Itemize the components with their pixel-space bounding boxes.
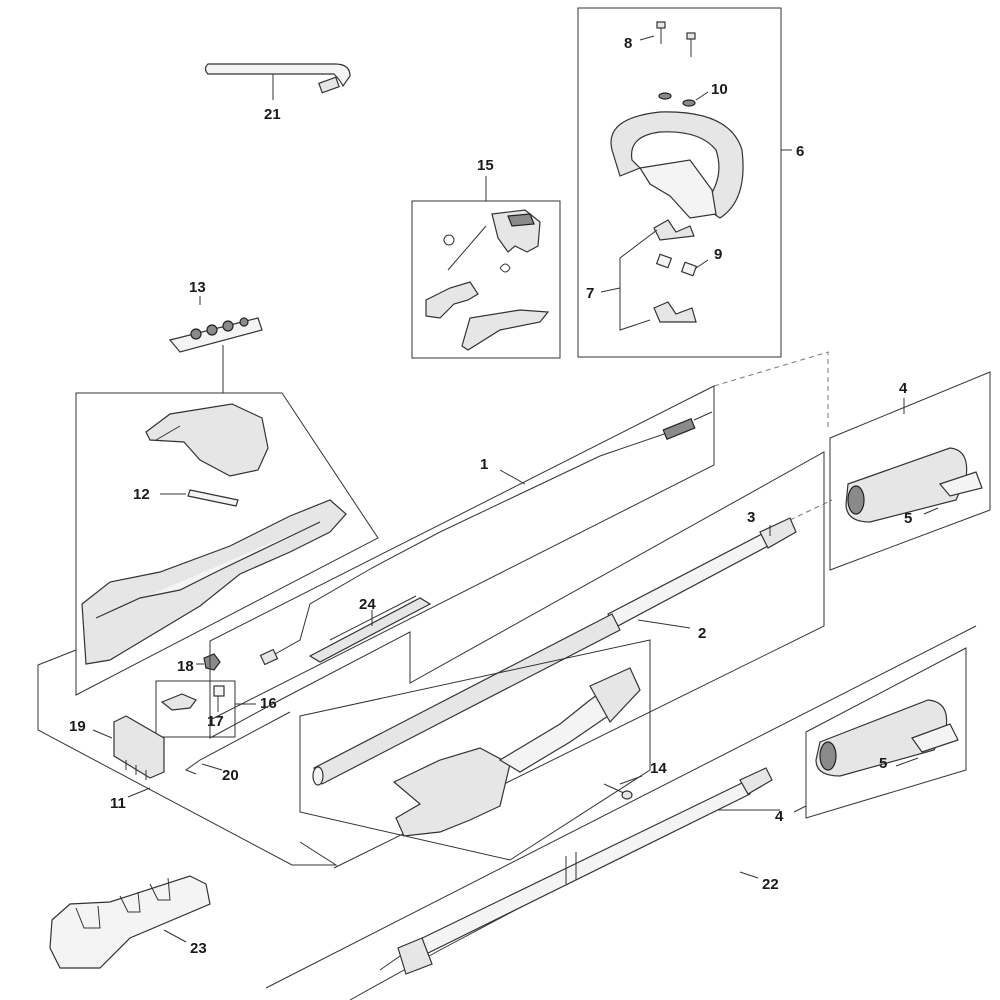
part-1-cable-box: [209, 351, 829, 721]
callout-5b: 5: [879, 755, 887, 772]
callout-9: 9: [714, 246, 722, 263]
callout-1: 1: [480, 456, 488, 473]
callout-19: 19: [69, 718, 86, 735]
callout-4a: 4: [899, 380, 908, 397]
callout-23: 23: [190, 940, 207, 957]
callout-7: 7: [586, 285, 594, 302]
callout-16: 16: [260, 695, 277, 712]
callout-12: 12: [133, 486, 150, 503]
callout-8: 8: [624, 35, 632, 52]
callout-22: 22: [762, 876, 779, 893]
part-front-housing: [299, 639, 651, 861]
part-23-holder: [49, 875, 211, 969]
part-housing-shell: [81, 499, 347, 665]
part-2-tube: [312, 613, 691, 786]
callout-20: 20: [222, 767, 239, 784]
part-11-housing-group-outline: [37, 392, 379, 866]
callout-5a: 5: [904, 510, 912, 527]
callout-14: 14: [650, 760, 667, 777]
callout-24: 24: [359, 596, 376, 613]
part-15-switch-assembly-box: [411, 176, 561, 359]
part-shaft-outline: [209, 451, 833, 869]
part-6-loop-handle-box: [577, 7, 792, 358]
callout-3: 3: [747, 509, 755, 526]
part-13-decal-sheet: [168, 296, 263, 393]
callout-18: 18: [177, 658, 194, 675]
callout-2: 2: [698, 625, 706, 642]
part-24-bracket: [308, 595, 432, 663]
part-4-rear-grip-box-lower: [265, 625, 977, 989]
callout-10: 10: [711, 81, 728, 98]
part-19-electronics-module: [92, 715, 165, 780]
part-4-rear-grip-box-upper: [829, 371, 991, 571]
callout-11: 11: [110, 795, 126, 812]
part-housing-cover: [145, 403, 269, 477]
part-20-wire-rod: [184, 711, 291, 775]
part-16-lever-kit-box: [155, 680, 256, 738]
callout-6: 6: [796, 143, 804, 160]
callout-21: 21: [264, 106, 281, 123]
callout-17: 17: [207, 713, 224, 730]
part-18-switch-lever: [196, 653, 221, 671]
part-21-hook-wire: [204, 63, 351, 100]
part-3-tube: [607, 517, 797, 629]
callout-15: 15: [477, 157, 494, 174]
part-22-lower-shaft: [349, 767, 780, 1000]
part-14-screw: [603, 775, 643, 800]
callout-13: 13: [189, 279, 206, 296]
part-12-strip: [160, 489, 239, 507]
callout-4b: 4: [775, 808, 784, 825]
